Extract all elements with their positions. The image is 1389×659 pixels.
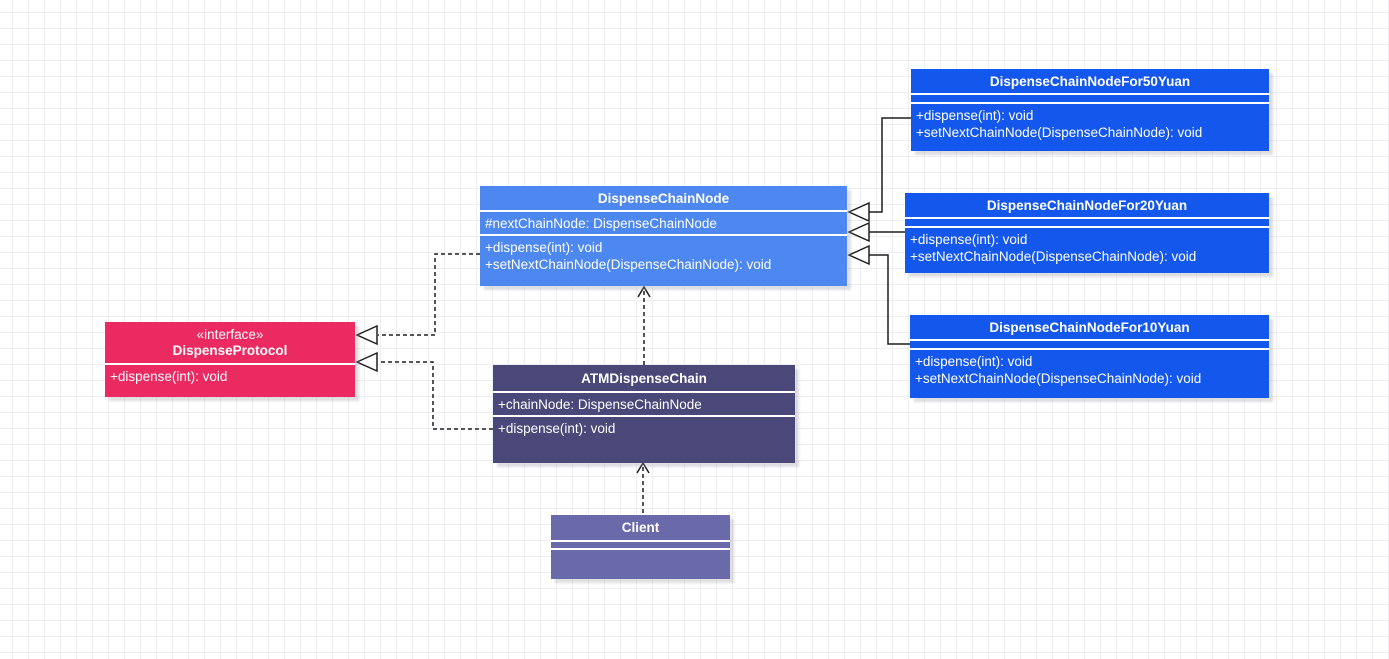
method: +dispense(int): void (910, 232, 1028, 247)
class-title: DispenseChainNodeFor10Yuan (910, 315, 1269, 339)
method: +dispense(int): void (916, 108, 1034, 123)
methods-compartment: +dispense(int): void (493, 415, 795, 463)
connector-20yuan-extends-chainnode[interactable] (847, 221, 905, 243)
class-name: DispenseChainNodeFor20Yuan (986, 197, 1188, 213)
methods-compartment: +dispense(int): void +setNextChainNode(D… (910, 348, 1269, 398)
connector-atm-depends-chainnode[interactable] (637, 285, 651, 365)
methods-compartment (551, 548, 730, 579)
hollow-triangle-arrowhead (355, 324, 378, 346)
class-name: DispenseChainNodeFor10Yuan (989, 319, 1190, 335)
class-box-dispense-protocol[interactable]: «interface» DispenseProtocol +dispense(i… (105, 322, 355, 397)
attributes-compartment: #nextChainNode: DispenseChainNode (480, 210, 847, 234)
methods-compartment: +dispense(int): void +setNextChainNode(D… (911, 102, 1269, 151)
attribute: #nextChainNode: DispenseChainNode (485, 216, 717, 231)
method: +setNextChainNode(DispenseChainNode): vo… (916, 125, 1203, 140)
stereotype-label: «interface» (196, 326, 264, 342)
class-title: «interface» DispenseProtocol (105, 322, 355, 363)
method: +setNextChainNode(DispenseChainNode): vo… (910, 249, 1197, 264)
class-name: DispenseChainNodeFor50Yuan (989, 73, 1191, 89)
hollow-triangle-arrowhead (847, 221, 870, 243)
method: +dispense(int): void (915, 354, 1033, 369)
class-title: DispenseChainNodeFor20Yuan (905, 193, 1269, 217)
methods-compartment: +dispense(int): void +setNextChainNode(D… (480, 234, 847, 286)
method: +setNextChainNode(DispenseChainNode): vo… (485, 257, 772, 272)
attribute: +chainNode: DispenseChainNode (498, 397, 702, 412)
class-box-dispense-chain-node-for-20-yuan[interactable]: DispenseChainNodeFor20Yuan +dispense(int… (905, 193, 1269, 273)
attributes-compartment (551, 540, 730, 548)
class-name: ATMDispenseChain (581, 370, 707, 386)
attributes-compartment (911, 93, 1269, 102)
class-box-atm-dispense-chain[interactable]: ATMDispenseChain +chainNode: DispenseCha… (493, 365, 795, 463)
class-box-dispense-chain-node[interactable]: DispenseChainNode #nextChainNode: Dispen… (480, 186, 847, 286)
open-arrowhead (637, 285, 651, 298)
class-title: Client (551, 515, 730, 540)
class-box-dispense-chain-node-for-10-yuan[interactable]: DispenseChainNodeFor10Yuan +dispense(int… (910, 315, 1269, 398)
connector-chainnode-realizes-protocol[interactable] (355, 253, 480, 346)
class-box-client[interactable]: Client (551, 515, 730, 579)
attributes-compartment (905, 217, 1269, 226)
open-arrowhead (636, 461, 650, 474)
connector-10yuan-extends-chainnode[interactable] (847, 244, 910, 345)
method: +dispense(int): void (485, 240, 603, 255)
connector-50yuan-extends-chainnode[interactable] (847, 117, 911, 223)
hollow-triangle-arrowhead (847, 244, 870, 266)
class-name: Client (621, 520, 660, 535)
attributes-compartment (910, 339, 1269, 348)
attributes-compartment: +chainNode: DispenseChainNode (493, 391, 795, 415)
class-title: DispenseChainNode (480, 186, 847, 210)
hollow-triangle-arrowhead (847, 201, 870, 223)
method: +dispense(int): void (498, 421, 616, 436)
methods-compartment: +dispense(int): void +setNextChainNode(D… (905, 226, 1269, 273)
connector-atm-realizes-protocol[interactable] (355, 351, 493, 430)
class-title: ATMDispenseChain (493, 365, 795, 391)
class-name: DispenseChainNode (597, 190, 730, 206)
class-name: DispenseProtocol (172, 342, 288, 358)
methods-compartment: +dispense(int): void (105, 363, 355, 397)
method: +setNextChainNode(DispenseChainNode): vo… (915, 371, 1202, 386)
hollow-triangle-arrowhead (355, 351, 378, 373)
connector-client-depends-atm[interactable] (636, 461, 650, 513)
method: +dispense(int): void (110, 369, 228, 384)
class-box-dispense-chain-node-for-50-yuan[interactable]: DispenseChainNodeFor50Yuan +dispense(int… (911, 69, 1269, 151)
class-title: DispenseChainNodeFor50Yuan (911, 69, 1269, 93)
